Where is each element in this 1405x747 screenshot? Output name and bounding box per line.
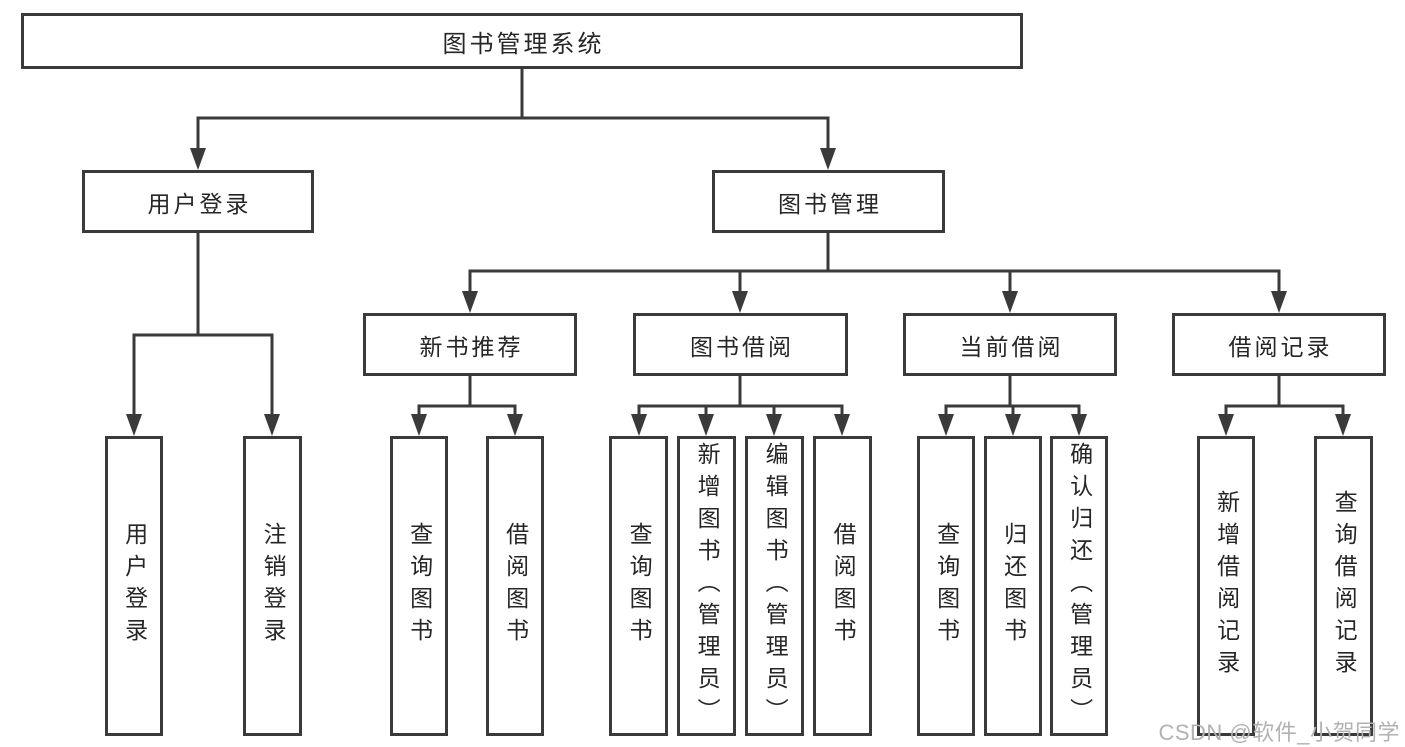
node-label: 确认归还（管理员） xyxy=(1066,442,1093,730)
node-label: 查询图书 xyxy=(626,522,653,650)
node-label: 图书管理 xyxy=(778,190,882,217)
node-label: 用户登录 xyxy=(121,522,148,650)
arrowhead xyxy=(1002,291,1018,313)
node-label: 当前借阅 xyxy=(959,333,1064,360)
edge-book-management xyxy=(462,231,1287,313)
edge-borrow-records xyxy=(1218,375,1351,436)
node-book-management: 图书管理 xyxy=(712,170,945,233)
arrowhead xyxy=(1005,414,1021,436)
leaf-borrow-borrow-books: 借阅图书 xyxy=(813,436,872,736)
arrowhead xyxy=(698,414,714,436)
node-label: 注销登录 xyxy=(260,522,287,650)
arrowhead xyxy=(732,291,748,313)
csdn-watermark: CSDN @软件_小贺同学 xyxy=(1158,720,1400,745)
leaf-newbook-borrow-books: 借阅图书 xyxy=(486,436,544,736)
node-label: 查询图书 xyxy=(933,522,960,650)
arrowhead xyxy=(1071,414,1087,436)
node-new-book-recommend: 新书推荐 xyxy=(363,313,577,376)
arrowhead xyxy=(938,414,954,436)
arrowhead xyxy=(766,414,782,436)
node-current-borrow: 当前借阅 xyxy=(903,313,1117,376)
node-label: 查询借阅记录 xyxy=(1331,490,1358,682)
node-borrow-records: 借阅记录 xyxy=(1172,313,1386,376)
edge-user-login xyxy=(126,231,280,436)
arrowhead xyxy=(1218,414,1234,436)
arrowhead xyxy=(507,414,523,436)
node-label: 新增图书（管理员） xyxy=(694,442,721,730)
node-label: 用户登录 xyxy=(147,190,252,217)
leaf-user-login: 用户登录 xyxy=(105,436,163,736)
arrowhead xyxy=(1271,291,1287,313)
node-user-login: 用户登录 xyxy=(82,170,314,233)
edge-root xyxy=(190,66,836,170)
arrowhead xyxy=(631,414,647,436)
arrowhead xyxy=(1335,414,1351,436)
arrowhead xyxy=(820,148,836,170)
node-book-borrow: 图书借阅 xyxy=(633,313,848,376)
edge-current-borrow xyxy=(938,375,1087,436)
node-label: 借阅图书 xyxy=(502,522,529,650)
node-label: 借阅记录 xyxy=(1228,333,1333,360)
leaf-logout: 注销登录 xyxy=(243,436,302,736)
arrowhead xyxy=(264,414,280,436)
node-label: 新增借阅记录 xyxy=(1213,490,1240,682)
leaf-borrow-add-book-admin: 新增图书（管理员） xyxy=(677,436,736,736)
arrowhead xyxy=(462,291,478,313)
node-label: 借阅图书 xyxy=(830,522,857,650)
leaf-borrow-edit-book-admin: 编辑图书（管理员） xyxy=(745,436,804,736)
leaf-newbook-query-books: 查询图书 xyxy=(390,436,448,736)
edge-book-borrow xyxy=(631,375,850,436)
node-root: 图书管理系统 xyxy=(21,13,1023,69)
leaf-current-query-books: 查询图书 xyxy=(917,436,975,736)
leaf-current-confirm-return-admin: 确认归还（管理员） xyxy=(1050,436,1108,736)
node-label: 图书借阅 xyxy=(690,333,794,360)
node-label: 编辑图书（管理员） xyxy=(762,442,789,730)
leaf-current-return-books: 归还图书 xyxy=(984,436,1042,736)
arrowhead xyxy=(126,414,142,436)
leaf-records-query-record: 查询借阅记录 xyxy=(1314,436,1373,736)
arrowhead xyxy=(190,148,206,170)
node-label: 图书管理系统 xyxy=(442,30,605,58)
leaf-borrow-query-books: 查询图书 xyxy=(609,436,668,736)
arrowhead xyxy=(834,414,850,436)
leaf-records-add-record: 新增借阅记录 xyxy=(1197,436,1255,736)
edge-new-book-recommend xyxy=(411,375,523,436)
node-label: 归还图书 xyxy=(1000,522,1027,650)
node-label: 查询图书 xyxy=(406,522,433,650)
arrowhead xyxy=(411,414,427,436)
node-label: 新书推荐 xyxy=(419,333,524,360)
